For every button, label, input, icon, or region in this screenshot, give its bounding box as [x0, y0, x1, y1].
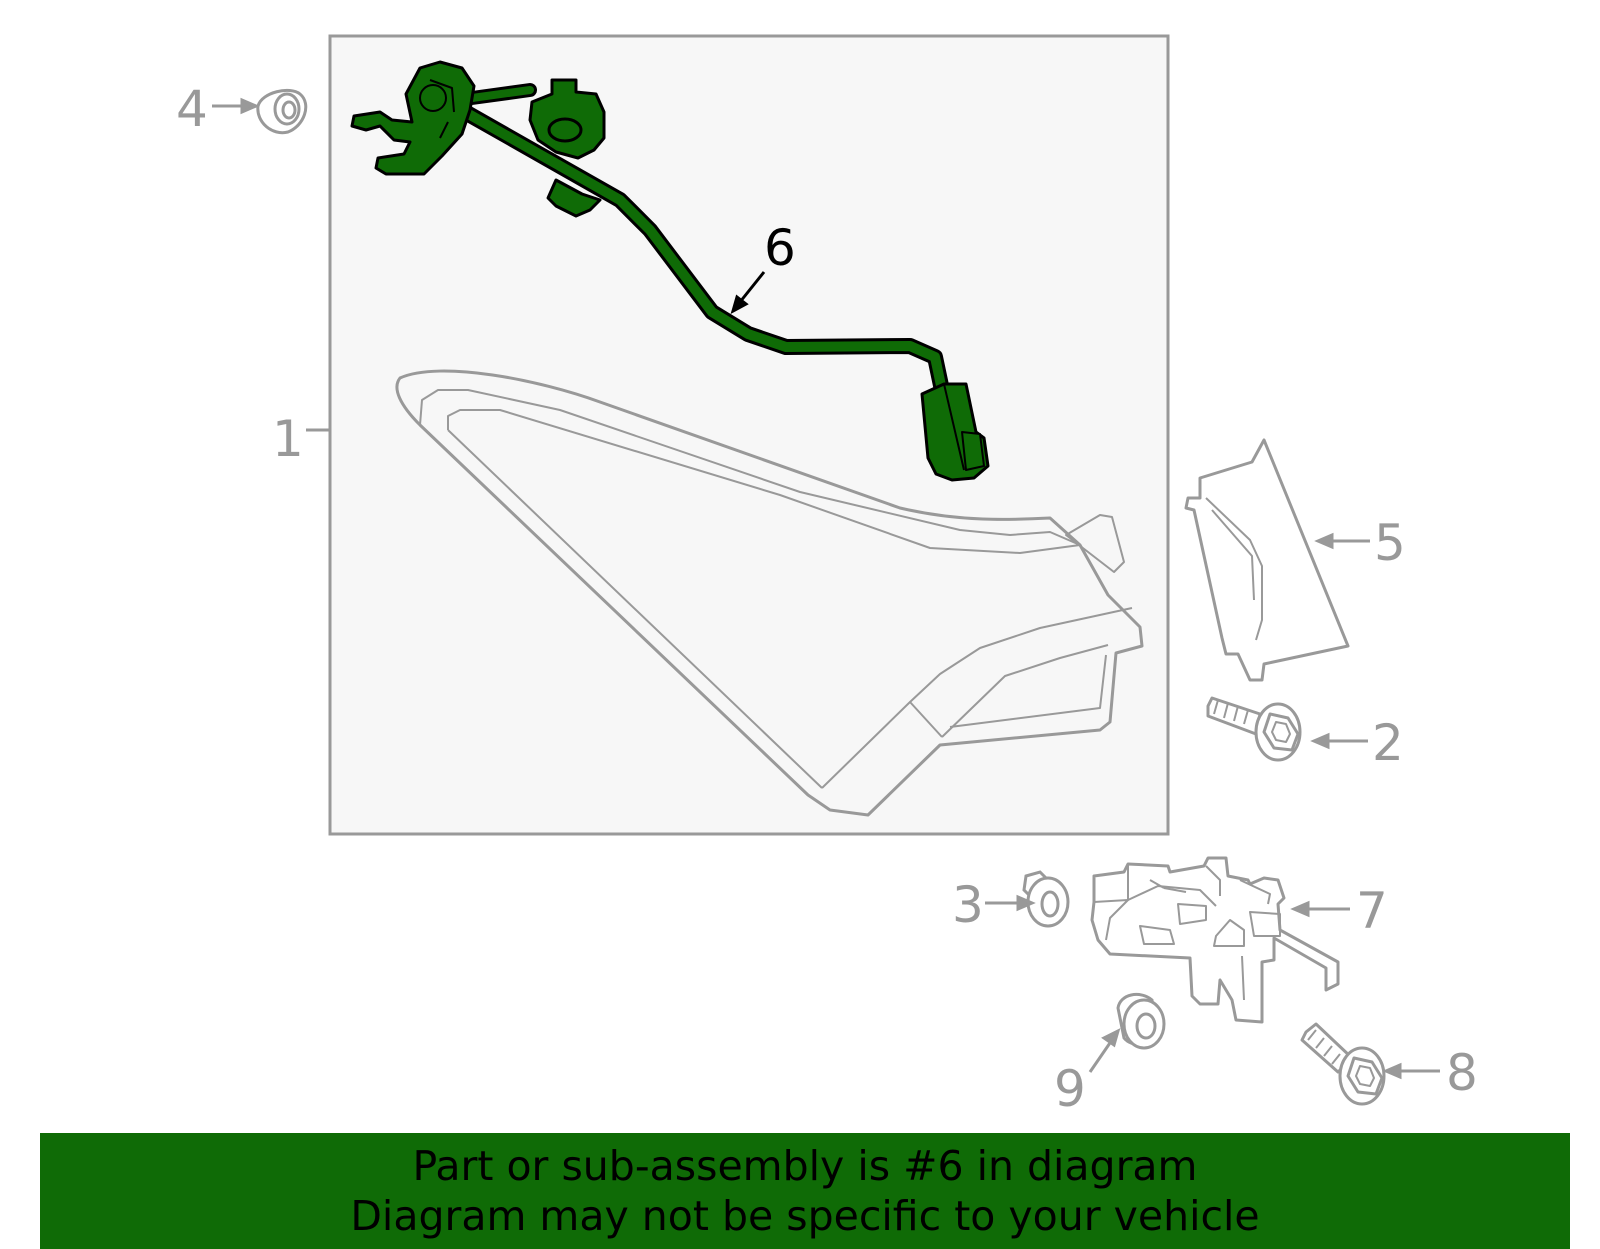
callout-7: 7: [1356, 882, 1388, 940]
info-banner: Part or sub-assembly is #6 in diagram Di…: [40, 1133, 1570, 1249]
callout-5: 5: [1374, 514, 1406, 572]
callout-4: 4: [176, 80, 208, 138]
side-panel-part: [1184, 438, 1350, 682]
bolt-part-2: [1206, 696, 1302, 762]
callout-1: 1: [272, 410, 304, 468]
grommet-part: [256, 89, 308, 135]
assembly-panel: [328, 34, 1170, 836]
bolt-part-8: [1300, 1022, 1386, 1106]
nut-part: [1022, 870, 1070, 928]
callout-2: 2: [1372, 714, 1404, 772]
callout-9: 9: [1054, 1060, 1086, 1118]
callout-8: 8: [1446, 1044, 1478, 1102]
bushing-part: [1116, 992, 1166, 1050]
banner-line-2: Diagram may not be specific to your vehi…: [350, 1192, 1260, 1240]
bracket-part: [1090, 856, 1340, 1024]
callout-3: 3: [952, 876, 984, 934]
banner-line-1: Part or sub-assembly is #6 in diagram: [412, 1142, 1198, 1190]
wiring-harness-part: [350, 60, 990, 482]
leader-lines: [212, 97, 1440, 1080]
lamp-housing-part: [395, 369, 1144, 817]
callout-6: 6: [764, 219, 796, 277]
leader-line-6: [730, 271, 766, 315]
